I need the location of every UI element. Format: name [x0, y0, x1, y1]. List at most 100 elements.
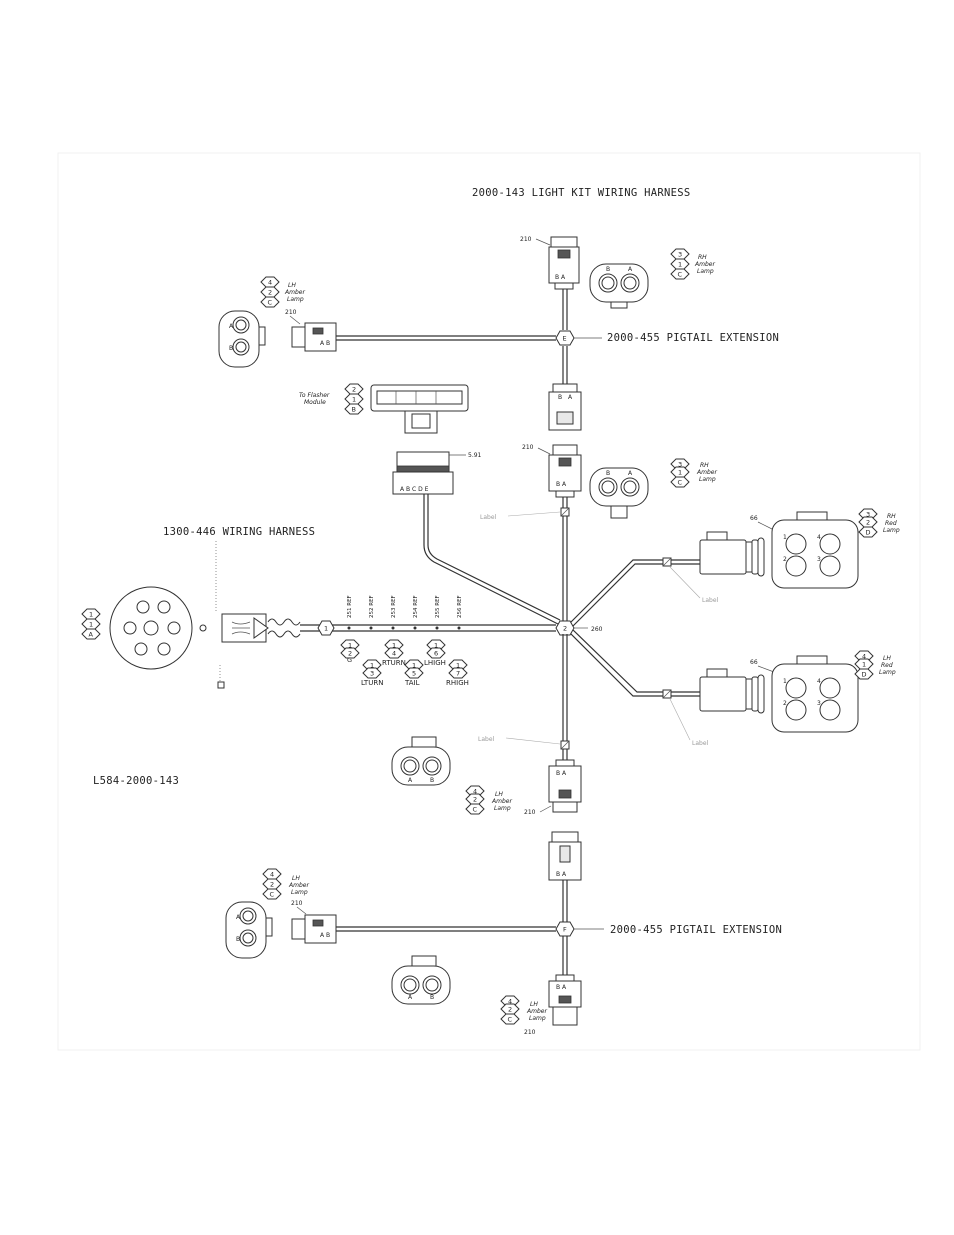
- connector-210-left-bottom: A B: [291, 914, 337, 944]
- circuit-label-lhigh: LHIGH: [424, 659, 446, 667]
- svg-text:3: 3: [678, 251, 682, 259]
- svg-text:7: 7: [456, 670, 460, 678]
- svg-text:1: 1: [352, 396, 356, 404]
- svg-text:210: 210: [285, 309, 297, 316]
- svg-text:Lamp: Lamp: [879, 669, 896, 676]
- svg-text:C: C: [268, 299, 273, 307]
- svg-text:6: 6: [434, 650, 438, 658]
- svg-text:210: 210: [524, 1029, 536, 1036]
- svg-text:Amber: Amber: [491, 798, 512, 805]
- svg-text:D: D: [862, 671, 867, 679]
- svg-text:1: 1: [392, 642, 396, 650]
- rh-amber-branch: 210 B A Label B A 3 1: [480, 444, 717, 622]
- hex-stack-lhigh: 1 6: [426, 639, 446, 659]
- svg-text:A B: A B: [320, 932, 330, 939]
- svg-text:254 REF: 254 REF: [413, 595, 419, 618]
- hex-stack-lh-amber-middle: 4 2 C: [465, 785, 485, 815]
- scan-border: [57, 152, 921, 1051]
- to-flasher-label: To Flasher: [299, 392, 330, 399]
- lh-red-branch: Label 66 1 4 2 3 4 1: [568, 627, 896, 747]
- svg-text:2: 2: [352, 386, 356, 394]
- connector-591: A B C D E 5.91: [392, 451, 561, 625]
- svg-text:B: B: [430, 994, 434, 1001]
- hex-stack-lturn: 1 3: [362, 659, 382, 679]
- hex-stack-lh-amber-bottom-left: 4 2 C: [262, 868, 282, 900]
- svg-text:Label: Label: [478, 736, 495, 743]
- hex-stack-lh-amber-bottom-right: 4 2 C: [500, 995, 520, 1025]
- svg-text:A: A: [628, 266, 633, 273]
- svg-text:B: B: [606, 470, 610, 477]
- svg-text:210: 210: [520, 236, 532, 243]
- svg-text:3: 3: [817, 556, 821, 563]
- svg-text:1: 1: [862, 661, 866, 669]
- svg-text:B A: B A: [556, 871, 567, 878]
- svg-text:A: A: [229, 323, 234, 330]
- svg-text:Amber: Amber: [526, 1008, 547, 1015]
- hex-stack-rh-amber-top: 3 1 C: [670, 248, 690, 280]
- svg-text:D: D: [866, 529, 871, 537]
- circuit-label-rturn: RTURN: [382, 659, 406, 667]
- connector-66-lh: [699, 668, 765, 714]
- connector-210-rh-amber: B A: [548, 444, 582, 498]
- svg-text:Lamp: Lamp: [291, 889, 308, 896]
- svg-text:2: 2: [563, 625, 567, 633]
- lh-red-lamp-socket: 1 4 2 3: [771, 655, 859, 733]
- svg-text:C: C: [678, 271, 683, 279]
- svg-text:3: 3: [370, 670, 374, 678]
- svg-text:1: 1: [324, 625, 328, 633]
- main-harness-label: 1300-446 WIRING HARNESS: [163, 526, 315, 538]
- hex-stack-rturn: 1 4: [384, 639, 404, 659]
- svg-text:210: 210: [522, 444, 534, 451]
- svg-text:Red: Red: [885, 520, 897, 527]
- lh-amber-lamp-socket-bottom: A B: [225, 901, 273, 959]
- svg-text:B: B: [352, 406, 356, 414]
- circuit-label-rhigh: RHIGH: [446, 679, 469, 687]
- svg-text:2: 2: [268, 289, 272, 297]
- svg-text:A: A: [408, 777, 413, 784]
- svg-text:Label: Label: [692, 740, 709, 747]
- svg-text:1: 1: [678, 469, 682, 477]
- hex-stack-flasher: 2 1 B: [344, 383, 364, 415]
- svg-text:Module: Module: [304, 399, 326, 406]
- hex-stack-rh-amber-middle: 3 1 C: [670, 458, 690, 488]
- svg-text:C: C: [270, 891, 275, 899]
- lh-amber-lamp-socket-top: A B: [218, 310, 266, 368]
- svg-text:5.91: 5.91: [468, 452, 482, 459]
- svg-text:A B C D E: A B C D E: [400, 486, 429, 493]
- svg-text:Lamp: Lamp: [287, 296, 304, 303]
- svg-text:A: A: [628, 470, 633, 477]
- svg-text:253 REF: 253 REF: [391, 595, 397, 618]
- svg-text:RH: RH: [887, 513, 896, 520]
- connector-210-left-top: A B: [291, 322, 337, 352]
- svg-text:2: 2: [508, 1006, 512, 1014]
- svg-text:3: 3: [866, 511, 870, 519]
- svg-text:210: 210: [291, 900, 303, 907]
- svg-text:4: 4: [862, 653, 866, 661]
- svg-text:4: 4: [817, 534, 821, 541]
- svg-text:C: C: [508, 1016, 513, 1024]
- hex-stack-plug: 1 1 A: [81, 608, 101, 640]
- svg-text:LH: LH: [288, 282, 296, 289]
- circuit-label-lturn: LTURN: [361, 679, 383, 687]
- drawing-number: L584-2000-143: [93, 775, 179, 787]
- circuit-label-tail: TAIL: [404, 679, 420, 687]
- connector-210-lh-amber: B A: [548, 759, 582, 813]
- svg-text:B: B: [606, 266, 610, 273]
- svg-text:C: C: [678, 479, 683, 487]
- svg-text:2: 2: [783, 556, 787, 563]
- svg-text:2: 2: [348, 650, 352, 658]
- rh-amber-lamp-socket-middle: B A: [589, 467, 649, 519]
- svg-text:Amber: Amber: [696, 469, 717, 476]
- svg-text:1: 1: [783, 534, 787, 541]
- svg-text:C: C: [473, 806, 478, 814]
- wire-ref-markers: 251 REF 252 REF 253 REF 254 REF 255 REF …: [347, 595, 463, 630]
- svg-text:255 REF: 255 REF: [435, 595, 441, 618]
- svg-text:Amber: Amber: [284, 289, 305, 296]
- svg-text:B A: B A: [556, 984, 567, 991]
- svg-text:Label: Label: [702, 597, 719, 604]
- svg-text:3: 3: [817, 700, 821, 707]
- svg-text:B A: B A: [556, 481, 567, 488]
- hex-stack-rh-red: 3 2 D: [858, 508, 878, 538]
- svg-text:1: 1: [678, 261, 682, 269]
- svg-text:LH: LH: [883, 655, 891, 662]
